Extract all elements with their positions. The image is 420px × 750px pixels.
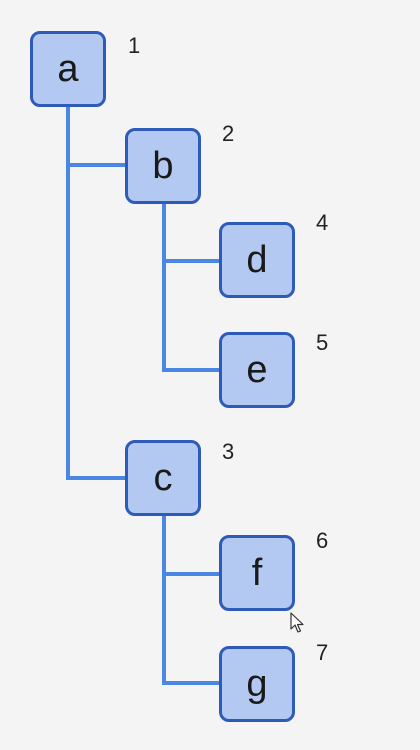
edge-c-g <box>162 574 219 685</box>
node-f[interactable]: f <box>219 535 295 611</box>
node-g[interactable]: g <box>219 646 295 722</box>
node-f-index: 6 <box>316 528 329 553</box>
node-e-index: 5 <box>316 330 329 355</box>
edge-b-d <box>162 204 219 263</box>
node-b[interactable]: b <box>125 128 201 204</box>
mouse-pointer-icon <box>290 612 304 633</box>
node-d[interactable]: d <box>219 222 295 298</box>
node-c-index: 3 <box>222 439 235 464</box>
node-a-index: 1 <box>128 33 141 58</box>
node-g-index: 7 <box>316 640 329 665</box>
node-b-index: 2 <box>222 121 235 146</box>
edge-b-e <box>162 261 219 372</box>
edge-a-b <box>66 107 125 167</box>
node-e[interactable]: e <box>219 332 295 408</box>
edge-a-c <box>66 165 125 480</box>
node-d-index: 4 <box>316 210 329 235</box>
node-a[interactable]: a <box>30 31 106 107</box>
node-c[interactable]: c <box>125 440 201 516</box>
edge-c-f <box>162 516 219 576</box>
